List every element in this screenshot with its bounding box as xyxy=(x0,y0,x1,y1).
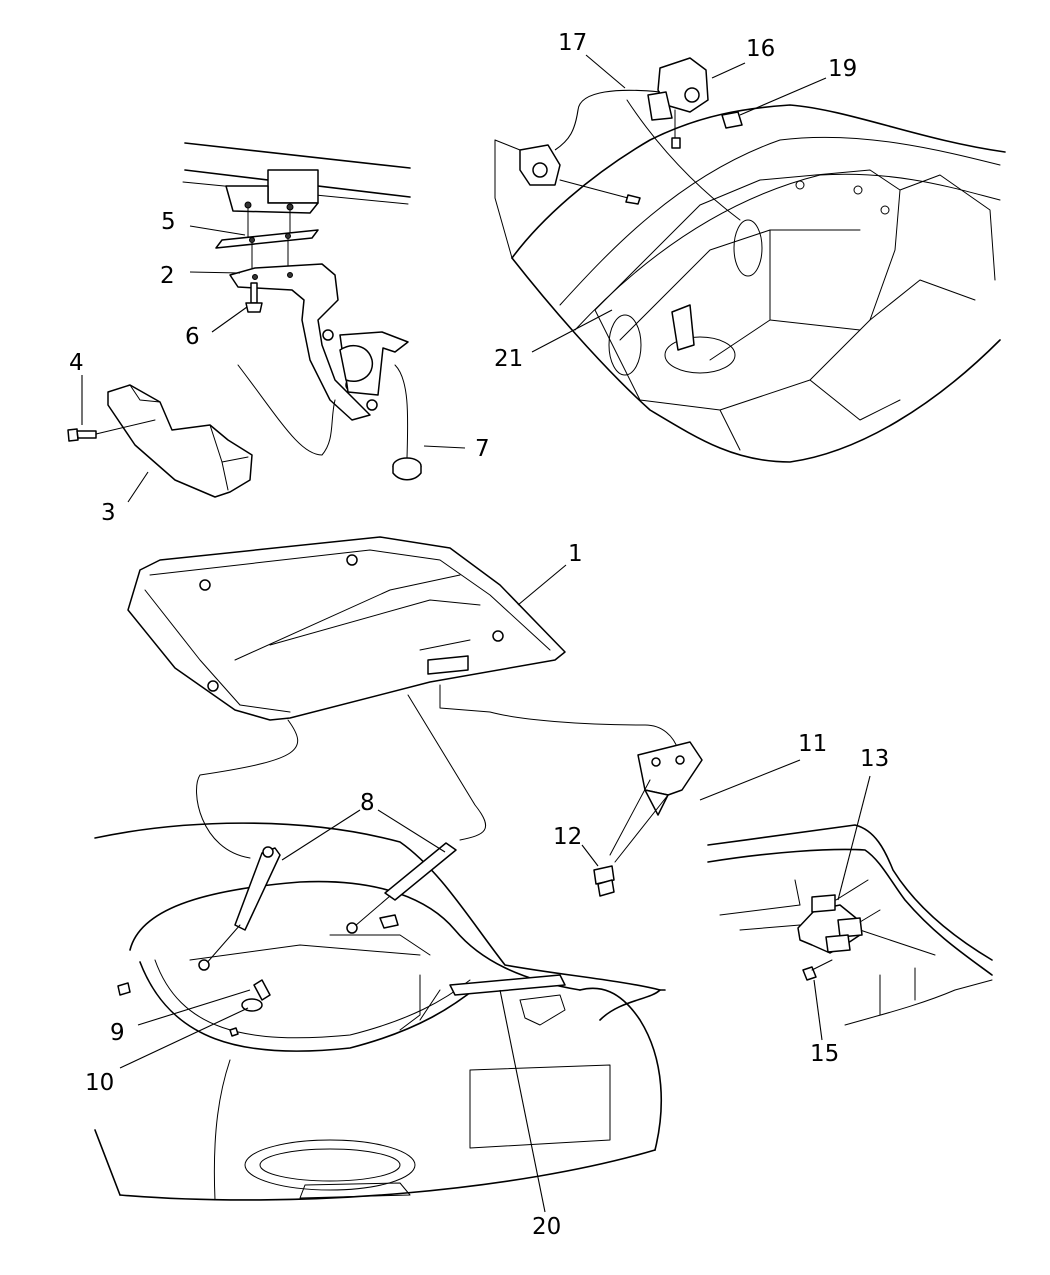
gas-strut-left xyxy=(234,847,281,931)
callout-10: 10 xyxy=(85,1070,114,1096)
callout-6: 6 xyxy=(185,324,200,350)
trunk-latch-assembly xyxy=(494,57,1006,463)
callout-19: 19 xyxy=(828,56,857,82)
bracket-detail xyxy=(707,824,993,1026)
callout-20: 20 xyxy=(532,1214,561,1240)
callout-21: 21 xyxy=(494,346,523,372)
gas-strut-right xyxy=(384,842,457,901)
striker-bolt-part xyxy=(593,865,615,885)
callout-9: 9 xyxy=(110,1020,125,1046)
callout-8: 8 xyxy=(360,790,375,816)
callout-5: 5 xyxy=(161,209,176,235)
callout-1: 1 xyxy=(568,541,583,567)
seal-part xyxy=(449,974,566,996)
callout-16: 16 xyxy=(746,36,775,62)
callout-12: 12 xyxy=(553,824,582,850)
callout-7: 7 xyxy=(475,436,490,462)
decklid-panel xyxy=(127,536,681,859)
callout-17: 17 xyxy=(558,30,587,56)
callout-15: 15 xyxy=(810,1041,839,1067)
screw-part xyxy=(67,428,79,442)
leader-lines xyxy=(81,54,871,1213)
shim-part xyxy=(215,229,319,249)
hinge-cover-part xyxy=(107,384,253,498)
hinge-arm-part xyxy=(229,263,371,421)
callout-3: 3 xyxy=(101,500,116,526)
callouts: 1 2 3 4 5 6 7 8 9 10 11 12 13 15 16 17 1… xyxy=(69,30,889,1240)
callout-2: 2 xyxy=(160,263,175,289)
callout-13: 13 xyxy=(860,746,889,772)
bracket-bolt-part xyxy=(802,966,817,981)
hinge-assembly xyxy=(67,142,422,498)
bolt-part xyxy=(250,282,258,304)
striker-assembly xyxy=(593,741,703,897)
callout-4: 4 xyxy=(69,350,84,376)
bumper-stop-part xyxy=(253,979,271,1001)
trunk-opening xyxy=(94,822,666,1201)
striker-part xyxy=(637,741,703,796)
latch-bolt-part xyxy=(721,111,743,129)
callout-11: 11 xyxy=(798,731,827,757)
